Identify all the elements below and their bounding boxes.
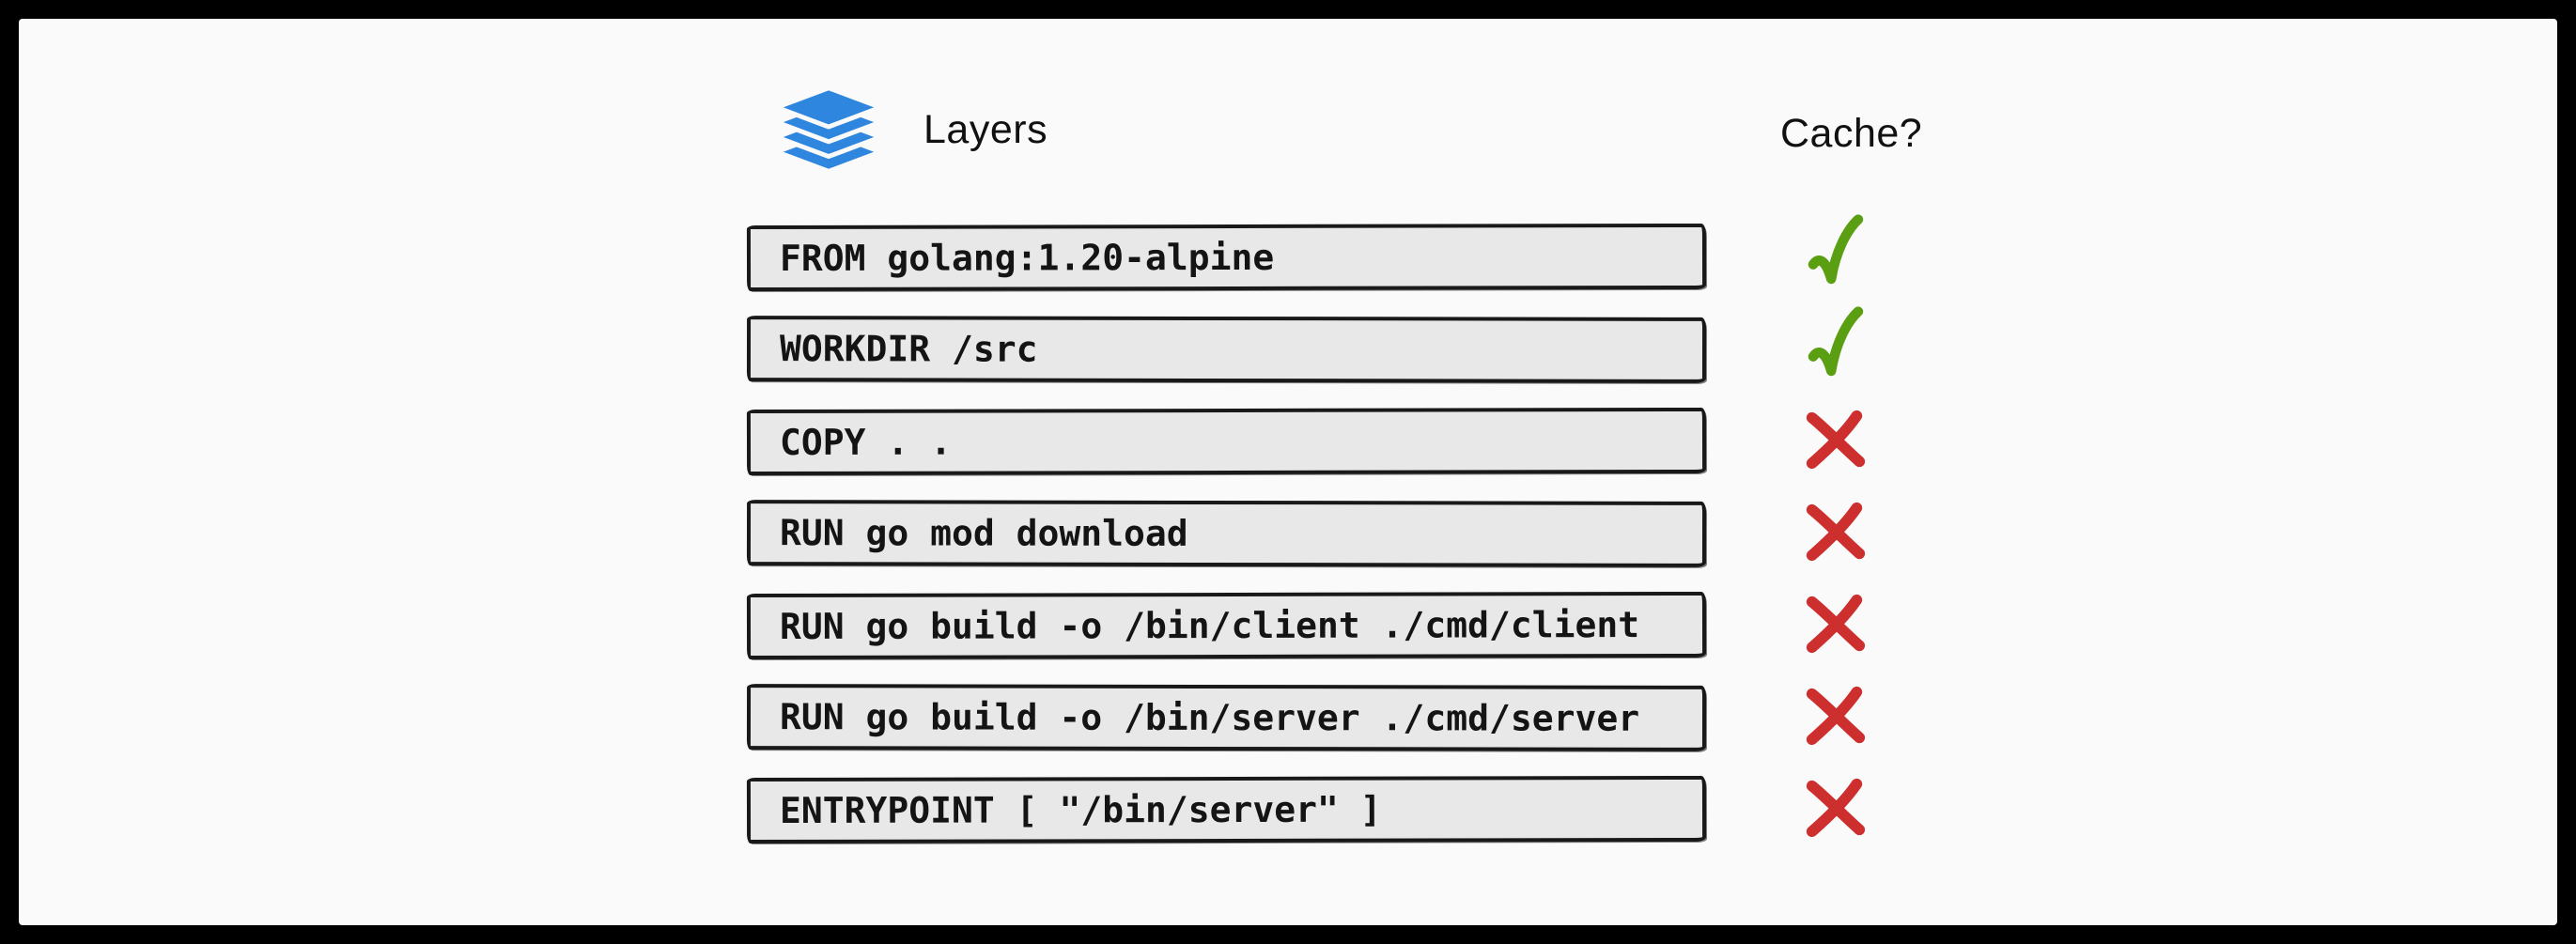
x-mark-icon <box>1800 591 1871 661</box>
layer-row: FROM golang:1.20-alpine <box>746 213 1883 292</box>
layer-row: RUN go mod download <box>746 499 1883 569</box>
dockerfile-command: RUN go build -o /bin/client ./cmd/client <box>779 604 1640 647</box>
cache-status-cell <box>1789 775 1883 845</box>
layer-box: RUN go build -o /bin/client ./cmd/client <box>746 591 1707 660</box>
layer-box: COPY . . <box>746 407 1707 476</box>
layer-row: ENTRYPOINT [ "/bin/server" ] <box>746 775 1883 845</box>
layers-stack-icon <box>764 81 893 178</box>
cache-status-cell <box>1789 212 1883 303</box>
cache-column-title: Cache? <box>1780 111 1923 156</box>
layers-title: Layers <box>923 106 1048 152</box>
layers-header: Layers <box>764 81 1047 178</box>
cache-status-cell <box>1789 499 1883 569</box>
x-mark-icon <box>1800 683 1871 753</box>
diagram-background: Layers Cache? FROM golang:1.20-alpine <box>19 19 2557 925</box>
layer-box: WORKDIR /src <box>746 316 1707 383</box>
layer-row: RUN go build -o /bin/server ./cmd/server <box>746 683 1883 753</box>
layer-box: RUN go build -o /bin/server ./cmd/server <box>746 684 1707 751</box>
cache-status-cell <box>1789 407 1883 477</box>
checkmark-icon <box>1806 212 1866 303</box>
layer-row: COPY . . <box>746 407 1883 477</box>
dockerfile-command: ENTRYPOINT [ "/bin/server" ] <box>779 788 1382 831</box>
layer-box: FROM golang:1.20-alpine <box>746 223 1707 292</box>
layer-box: ENTRYPOINT [ "/bin/server" ] <box>746 775 1707 844</box>
dockerfile-command: FROM golang:1.20-alpine <box>779 236 1275 279</box>
cache-status-cell <box>1789 304 1883 395</box>
dockerfile-command: RUN go mod download <box>779 512 1188 554</box>
x-mark-icon <box>1800 775 1871 845</box>
cache-status-cell <box>1789 683 1883 753</box>
layer-rows: FROM golang:1.20-alpine WORKDIR /src <box>746 213 1883 869</box>
x-mark-icon <box>1800 499 1871 569</box>
checkmark-icon <box>1806 304 1866 395</box>
x-mark-icon <box>1800 407 1871 477</box>
layer-row: RUN go build -o /bin/client ./cmd/client <box>746 591 1883 661</box>
dockerfile-command: COPY . . <box>779 421 953 463</box>
dockerfile-command: RUN go build -o /bin/server ./cmd/server <box>779 696 1640 739</box>
dockerfile-command: WORKDIR /src <box>779 328 1038 370</box>
cache-status-cell <box>1789 591 1883 661</box>
layer-row: WORKDIR /src <box>746 305 1883 383</box>
layer-box: RUN go mod download <box>746 500 1707 567</box>
